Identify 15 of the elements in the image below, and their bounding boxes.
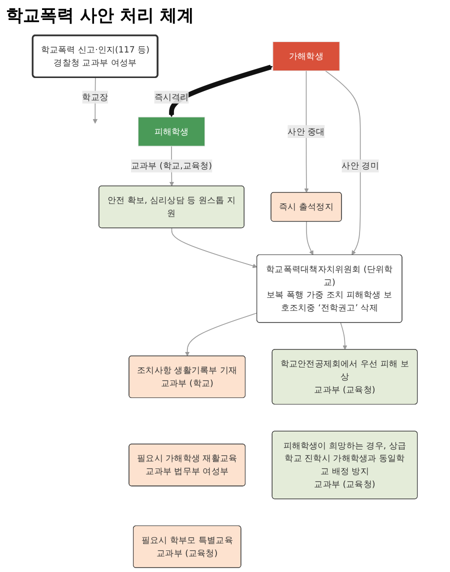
node-box: 가해학생 xyxy=(272,41,340,72)
arrow xyxy=(306,221,314,256)
arrow xyxy=(304,70,309,193)
arrow xyxy=(169,64,273,118)
arrow xyxy=(325,70,361,256)
edge-label: 교과부 (학교,교육청) xyxy=(130,160,212,171)
edge-label: 사안 경미 xyxy=(342,160,379,171)
diagram-title: 학교폭력 사안 처리 체계 xyxy=(6,5,195,27)
arrow xyxy=(340,322,348,350)
edge-label: 학교장 xyxy=(82,92,108,102)
arrow xyxy=(184,312,258,356)
arrow xyxy=(171,228,258,268)
node-box: 피해학생 xyxy=(138,116,206,146)
edge-label: 즉시격리 xyxy=(154,92,189,102)
edge-label: 사안 중대 xyxy=(288,126,325,136)
